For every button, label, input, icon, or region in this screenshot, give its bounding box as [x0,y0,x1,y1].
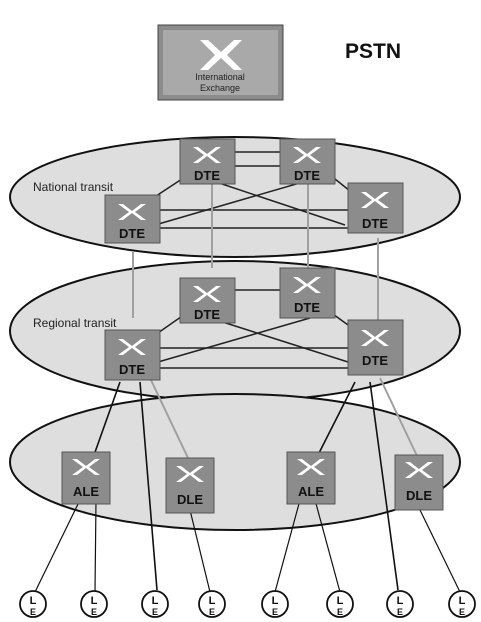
regional-local-links [93,381,399,591]
terminal-label: L [152,595,159,607]
terminal-equipment-row: L E L E L E L E L E L E L [19,590,476,618]
dte-node-national-1: DTE [179,138,236,185]
dte-label: DTE [362,216,388,231]
national-mesh-links [149,151,356,229]
dte-label: DTE [119,362,145,377]
dle-node-2: DLE [394,454,444,511]
ale-label: ALE [298,484,324,499]
terminal-label: L [337,595,344,607]
exchange-label-line2: Exchange [200,83,240,93]
dte-label: DTE [194,168,220,183]
ale-label: ALE [73,484,99,499]
dte-node-national-2: DTE [279,138,336,185]
terminal-node-3: L E [141,590,169,618]
dte-node-regional-2: DTE [279,267,336,319]
terminal-node-5: L E [261,590,289,618]
regional-transit-label: Regional transit [33,316,117,330]
exchange-terminal-links [34,499,461,593]
dte-label: DTE [194,307,220,322]
national-transit-label: National transit [33,180,114,194]
terminal-label: L [91,595,98,607]
terminal-node-6: L E [326,590,354,618]
terminal-node-2: L E [80,590,108,618]
terminal-sublabel: E [30,607,36,617]
dte-node-regional-4: DTE [347,319,404,376]
exchange-label-line1: International [195,72,245,82]
switch-icon [200,40,242,70]
terminal-sublabel: E [152,607,158,617]
dte-label: DTE [294,300,320,315]
international-exchange-node: International Exchange [157,24,284,101]
terminal-node-1: L E [19,590,47,618]
dte-node-regional-1: DTE [179,277,236,324]
regional-local-links-gray [149,377,419,459]
dte-node-national-3: DTE [104,194,161,244]
terminal-sublabel: E [459,607,465,617]
national-regional-links [132,182,379,322]
terminal-label: L [459,595,466,607]
dte-label: DTE [294,168,320,183]
dle-label: DLE [177,492,203,507]
ale-node-1: ALE [61,451,111,505]
dle-node-1: DLE [165,457,215,514]
terminal-node-8: L E [448,590,476,618]
terminal-label: L [272,595,279,607]
dte-node-national-4: DTE [347,182,404,234]
terminal-sublabel: E [91,607,97,617]
terminal-node-4: L E [198,590,226,618]
terminal-sublabel: E [209,607,215,617]
terminal-label: L [397,595,404,607]
terminal-label: L [30,595,37,607]
terminal-node-7: L E [386,590,414,618]
dte-label: DTE [119,226,145,241]
local-layer [9,393,461,531]
terminal-sublabel: E [337,607,343,617]
terminal-sublabel: E [272,607,278,617]
dte-node-regional-3: DTE [104,329,161,381]
dte-label: DTE [362,353,388,368]
ale-node-2: ALE [286,451,336,505]
pstn-title: PSTN [345,40,401,63]
terminal-label: L [209,595,216,607]
terminal-sublabel: E [397,607,403,617]
dle-label: DLE [406,488,432,503]
